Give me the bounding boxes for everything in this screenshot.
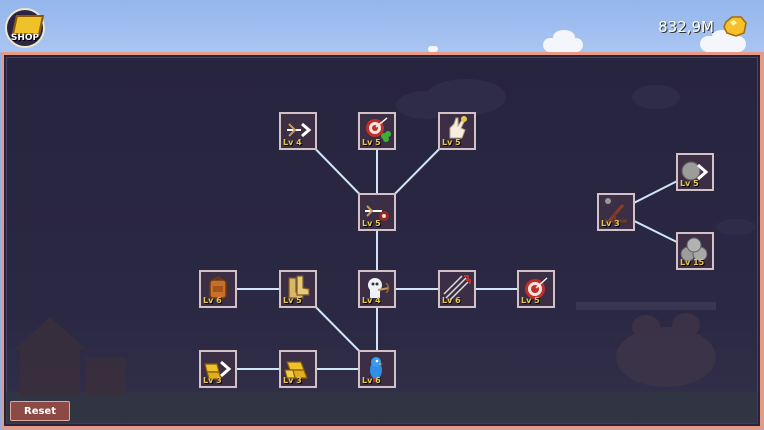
boots-icon [288,275,310,299]
skill-level: Lv 5 [362,219,381,228]
gold-nugget-icon [723,16,747,37]
rocks-icon [680,237,708,262]
skill-level: Lv 3 [283,376,302,385]
skill-level: Lv 15 [680,258,705,267]
skill-level: Lv 4 [283,138,302,147]
skill-level: Lv 6 [203,296,222,305]
blue-bird-icon [370,357,383,382]
skill-node-gold-bars[interactable]: Lv 3 [279,350,317,388]
rock-forward-icon [681,161,709,181]
cloud [553,30,575,44]
catapult-icon [605,198,627,223]
cloud [700,36,746,52]
gold-bars-icon [284,361,308,379]
skill-level: Lv 3 [601,219,620,228]
skill-node-target-clover[interactable]: Lv 5 [358,112,396,150]
target-icon [525,277,548,299]
skill-node-boots[interactable]: Lv 5 [279,270,317,308]
skill-node-gold-forward[interactable]: Lv 3 [199,350,237,388]
target-clover-icon [366,117,391,142]
reset-button[interactable]: Reset [10,401,70,421]
backpack-icon [209,276,227,299]
skill-level: Lv 5 [521,296,540,305]
skill-node-arrow-target[interactable]: Lv 5 [358,193,396,231]
gold-amount: 832,9M [658,18,714,36]
skill-node-backpack[interactable]: Lv 6 [199,270,237,308]
arrow-forward-icon [287,122,312,138]
top-bar: SHOP 832,9M [0,0,764,52]
skill-level: Lv 5 [362,138,381,147]
cloud [543,38,583,52]
skill-level: Lv 3 [203,376,222,385]
skill-node-hand-sign[interactable]: Lv 5 [438,112,476,150]
skill-level: Lv 5 [283,296,302,305]
skill-node-target[interactable]: Lv 5 [517,270,555,308]
skill-node-rocks[interactable]: Lv 15 [676,232,714,270]
shop-label: SHOP [10,33,40,43]
skill-node-catapult[interactable]: Lv 3 [597,193,635,231]
skill-node-arrow-range[interactable]: Lv 4 [279,112,317,150]
skill-level: Lv 6 [362,376,381,385]
gold-bar-forward-icon [204,360,232,380]
arrow-target-icon [365,205,389,221]
skill-node-triple-arrows[interactable]: Lv 6 [438,270,476,308]
skill-level: Lv 6 [442,296,461,305]
skill-level: Lv 4 [362,296,381,305]
skill-level: Lv 5 [680,179,699,188]
skill-node-blue-bird[interactable]: Lv 6 [358,350,396,388]
triple-arrows-icon [443,275,471,301]
cloud [428,46,438,52]
skill-node-ghost-archer[interactable]: Lv 4 [358,270,396,308]
shop-button[interactable]: SHOP [5,8,45,48]
ghost-archer-icon [368,278,390,298]
skill-node-rock-forward[interactable]: Lv 5 [676,153,714,191]
hand-sign-icon [449,116,467,139]
skill-level: Lv 5 [442,138,461,147]
background-scenery [6,79,758,424]
